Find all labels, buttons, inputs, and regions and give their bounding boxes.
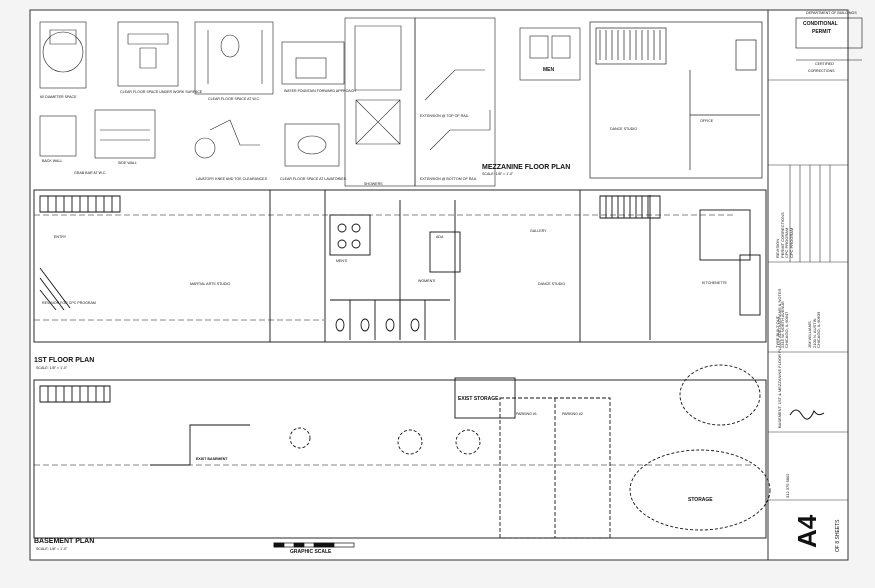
basement-scale: SCALE: 1/8" = 1'-0" xyxy=(36,547,68,551)
restroom-sign-men: MEN xyxy=(543,67,555,73)
stamp-dept: DEPARTMENT OF BUILDINGS xyxy=(806,11,857,15)
detail-side-wall: SIDE WALL xyxy=(118,161,138,165)
detail-clear-under: CLEAR FLOOR SPACE UNDER WORK SURFACE xyxy=(120,90,203,94)
mezzanine-scale: SCALE: 1/8" = 1'-0" xyxy=(482,172,514,176)
first-ada: ADA xyxy=(436,235,444,239)
stamp-certified: CERTIFIED xyxy=(815,62,834,66)
first-floor-title: 1ST FLOOR PLAN xyxy=(34,357,95,364)
detail-clear-wc: CLEAR FLOOR SPACE AT W.C. xyxy=(208,97,261,101)
stamp-conditional: CONDITIONAL xyxy=(803,21,838,27)
mezzanine-title: MEZZANINE FLOOR PLAN xyxy=(482,164,571,171)
basement-parking-1: PARKING #1 xyxy=(516,412,537,416)
mezzanine-dance-studio: DANCE STUDIO xyxy=(610,127,638,131)
detail-back-wall: BACK WALL xyxy=(42,159,63,163)
sheet-title-text: BASEMENT, 1ST & MEZZANINE FLOOR PLANS, A… xyxy=(777,288,782,428)
phone: 312 375 5802 xyxy=(785,473,790,498)
stamp-corrections: CORRECTIONS xyxy=(808,69,835,73)
detail-60-diameter: 60 DIAMETER SPACE xyxy=(40,95,77,99)
sheet-count: OF 8 SHEETS xyxy=(835,519,841,552)
project-city: CHICAGO, IL 60647 xyxy=(784,311,790,348)
first-floor-scale: SCALE: 1/8" = 1'-0" xyxy=(36,366,68,370)
detail-ext-bottom: EXTENSION @ BOTTOM OF RAIL xyxy=(420,177,477,181)
first-gallery: GALLERY xyxy=(530,229,547,233)
basement-parking-2: PARKING #2 xyxy=(562,412,583,416)
detail-showers: SHOWERS xyxy=(364,182,383,186)
first-entry: ENTRY xyxy=(54,235,67,239)
detail-ext-top: EXTENSION @ TOP OF RAIL xyxy=(420,114,469,118)
graphic-scale-label: GRAPHIC SCALE xyxy=(290,549,332,555)
first-womens: WOMEN'S xyxy=(418,279,436,283)
basement-exist-storage: EXIST STORAGE xyxy=(458,396,499,402)
basement-exist-basement: EXIST BASEMENT xyxy=(196,457,228,461)
first-revision-note: REVISION FOR CPC PROGRAM xyxy=(42,301,96,305)
first-mens: MEN'S xyxy=(336,259,348,263)
first-dance-studio: DANCE STUDIO xyxy=(538,282,566,286)
basement-title: BASEMENT PLAN xyxy=(34,538,95,545)
first-martial-arts: MARTIAL ARTS STUDIO xyxy=(190,282,231,286)
mezzanine-office: OFFICE xyxy=(700,119,714,123)
sheet-title: BASEMENT, 1ST & MEZZANINE FLOOR PLANS, A… xyxy=(777,288,783,428)
detail-fountain: WATER FOUNTAIN FORWARD APPROACH xyxy=(284,89,357,93)
architect-info: JIM WILLIAMS 2100 N. AUSTIN CHICAGO, IL … xyxy=(807,311,822,348)
sheet-number: A4 xyxy=(792,514,822,548)
detail-lav-clear-space: CLEAR FLOOR SPACE AT LAVATORIES xyxy=(280,177,347,181)
revision-4: CPC PROGRAM xyxy=(788,227,794,258)
stamp-permit: PERMIT xyxy=(812,29,831,35)
detail-lav-clearance: LAVATORY KNEE AND TOE CLEARANCES xyxy=(196,177,267,181)
architect-city: CHICAGO, IL 60639 xyxy=(816,311,822,348)
detail-grab-bar: GRAB BAR AT W.C. xyxy=(74,171,107,175)
basement-storage: STORAGE xyxy=(688,497,713,503)
first-kitchenette: KITCHENETTE xyxy=(702,281,727,285)
revision-list: REVISION PERMIT CORRECTIONS CPC PROGRAM … xyxy=(775,212,794,258)
